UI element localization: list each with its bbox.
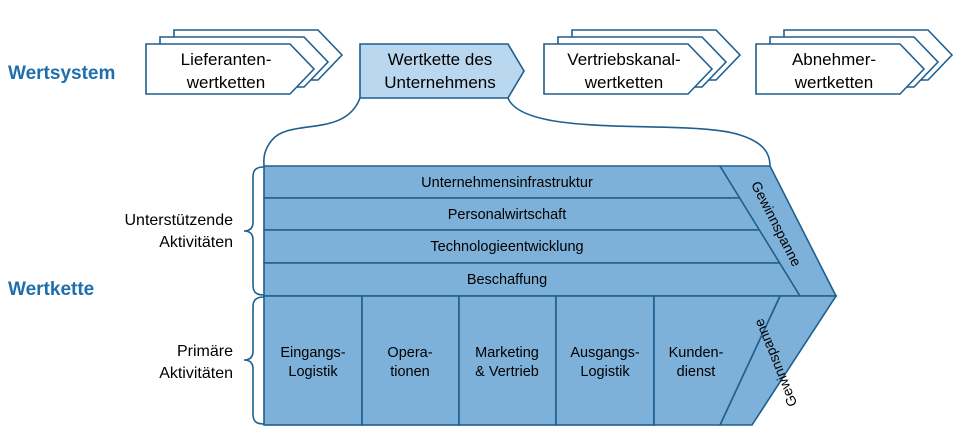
buyer-value-chains-box [755,29,954,95]
primary-label-outbound-1: Ausgangs- [570,345,639,361]
support-activities-label-1: Unterstützende [124,212,233,229]
supplier-value-chains-box [145,29,344,95]
support-label-hr: Personalwirtschaft [448,207,566,223]
primary-label-operations-1: Opera- [387,345,432,361]
value-system-title: Wertsystem [8,63,115,84]
value-chain-title: Wertkette [8,279,94,300]
primary-label-inbound-1: Eingangs- [280,345,345,361]
channel-value-chains-label-1: Vertriebskanal- [567,50,680,69]
company-value-chain-box [359,43,525,99]
channel-value-chains-box [543,29,742,95]
primary-label-service-1: Kunden- [669,345,724,361]
buyer-value-chains-label-2: wertketten [794,73,873,92]
support-label-technology: Technologieentwicklung [430,239,583,255]
primary-label-service-2: dienst [677,364,716,380]
primary-cell-marketing [458,295,557,426]
primary-label-marketing-2: & Vertrieb [475,364,539,380]
primary-label-outbound-2: Logistik [580,364,630,380]
primary-activities-brace [243,296,265,425]
primary-cell-operations [361,295,460,426]
primary-label-operations-2: tionen [390,364,430,380]
support-label-infrastructure: Unternehmensinfrastruktur [421,175,593,191]
primary-label-inbound-2: Logistik [288,364,338,380]
supplier-value-chains-label-1: Lieferanten- [181,50,272,69]
company-value-chain-label-2: Unternehmens [384,73,496,92]
buyer-value-chains-label-1: Abnehmer- [792,50,876,69]
primary-activities-label-1: Primäre [177,343,233,360]
zoom-connector-right [507,97,771,167]
primary-cell-service [653,295,782,426]
support-activities-brace [243,166,265,296]
supplier-value-chains-label-2: wertketten [186,73,265,92]
support-activities-label-2: Aktivitäten [159,234,233,251]
zoom-connector-left [263,97,361,167]
primary-label-marketing-1: Marketing [475,345,539,361]
primary-cell-outbound [555,295,655,426]
support-label-procurement: Beschaffung [467,272,547,288]
primary-activities-label-2: Aktivitäten [159,365,233,382]
channel-value-chains-label-2: wertketten [584,73,663,92]
company-value-chain-label-1: Wertkette des [388,50,493,69]
